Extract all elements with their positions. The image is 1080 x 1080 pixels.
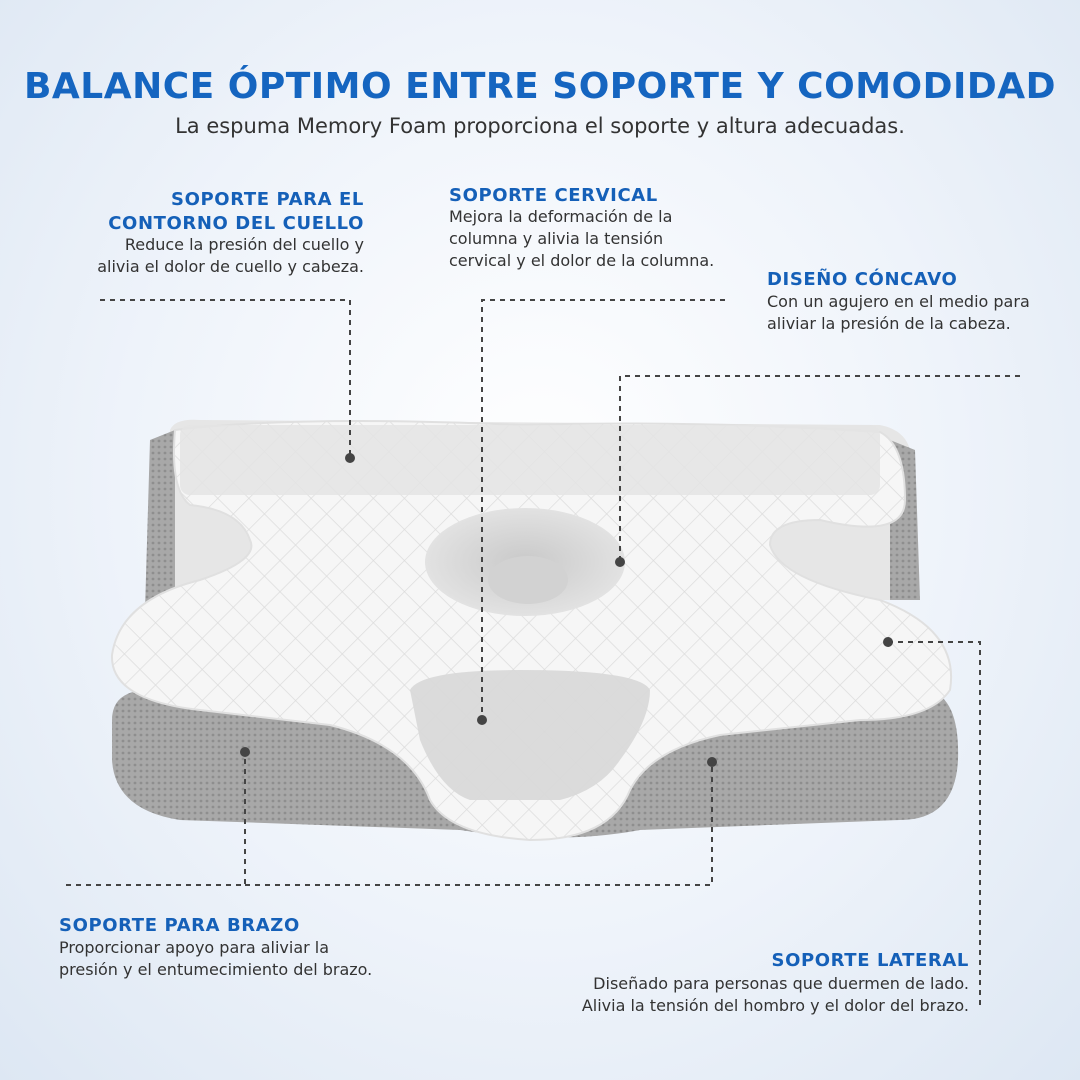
leader-cervical bbox=[481, 299, 725, 720]
leader-neck bbox=[100, 299, 351, 458]
cervical-wedge bbox=[410, 670, 650, 800]
arm-title: SOPORTE PARA BRAZO bbox=[59, 915, 300, 936]
marker-concave bbox=[615, 557, 625, 567]
page-subtitle: La espuma Memory Foam proporciona el sop… bbox=[175, 114, 905, 138]
side-title: SOPORTE LATERAL bbox=[771, 950, 969, 971]
marker-cervical bbox=[477, 715, 487, 725]
marker-arm-left bbox=[240, 747, 250, 757]
cervical-title: SOPORTE CERVICAL bbox=[449, 185, 658, 206]
side-description: Diseñado para personas que duermen de la… bbox=[581, 974, 969, 1015]
arm-description: Proporcionar apoyo para aliviar la presi… bbox=[59, 938, 373, 979]
concave-title: DISEÑO CÓNCAVO bbox=[767, 269, 958, 290]
concave-description: Con un agujero en el medio para aliviar … bbox=[767, 292, 1030, 333]
neck-contour-panel bbox=[180, 425, 880, 495]
pillow-mesh-side bbox=[145, 430, 175, 610]
neck-contour-title: SOPORTE PARA EL CONTORNO DEL CUELLO bbox=[108, 189, 364, 234]
leader-arm bbox=[66, 752, 713, 886]
neck-contour-description: Reduce la presión del cuello y alivia el… bbox=[97, 235, 364, 276]
leader-concave bbox=[619, 375, 1020, 562]
cervical-description: Mejora la deformación de la columna y al… bbox=[449, 207, 715, 270]
marker-neck bbox=[345, 453, 355, 463]
leader-side bbox=[888, 641, 981, 1010]
marker-side bbox=[883, 637, 893, 647]
page-title: BALANCE ÓPTIMO ENTRE SOPORTE Y COMODIDAD bbox=[23, 66, 1057, 107]
marker-arm-right bbox=[707, 757, 717, 767]
